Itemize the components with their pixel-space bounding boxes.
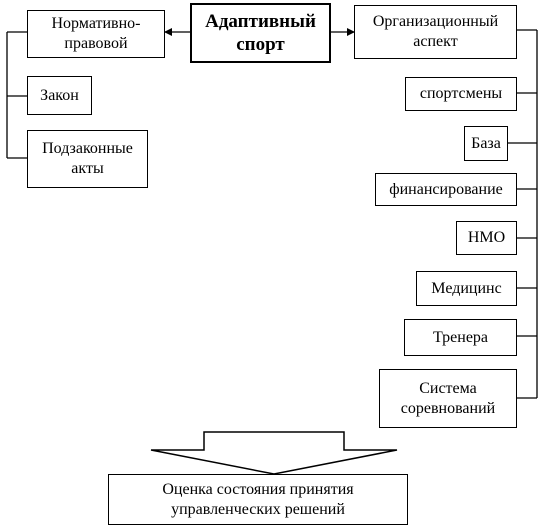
bylaws-box: Подзаконные акты — [27, 130, 148, 188]
bylaws-label: Подзаконные акты — [42, 140, 133, 177]
hollow-down-arrow-icon — [150, 431, 398, 475]
organizational-branch-header-label: Организационный аспект — [372, 13, 499, 50]
financing-label: финансирование — [389, 180, 503, 198]
athletes-box: спортсмены — [405, 77, 517, 111]
facilities-box: База — [464, 126, 508, 161]
coaches-label: Тренера — [432, 328, 489, 346]
organizational-branch-header-box: Организационный аспект — [354, 5, 517, 59]
medical-label: Медицинс — [431, 279, 502, 297]
medical-box: Медицинс — [416, 271, 517, 306]
adaptive-sport-box: Адаптивный спорт — [190, 3, 331, 63]
nmo-label: НМО — [467, 229, 506, 246]
athletes-label: спортсмены — [419, 85, 503, 102]
nmo-box: НМО — [456, 221, 517, 255]
coaches-box: Тренера — [404, 319, 517, 356]
legal-branch-header-label: Нормативно- правовой — [51, 15, 141, 52]
law-label: Закон — [40, 86, 79, 104]
competition-system-box: Система соревнований — [379, 369, 517, 428]
facilities-label: База — [471, 134, 501, 152]
law-box: Закон — [27, 76, 92, 115]
management-decisions-label: Оценка состояния принятия управленческих… — [162, 480, 354, 518]
left-branch-connectors — [6, 31, 27, 159]
legal-branch-header-box: Нормативно- правовой — [27, 10, 165, 58]
adaptive-sport-label: Адаптивный спорт — [205, 11, 316, 55]
management-decisions-box: Оценка состояния принятия управленческих… — [108, 474, 408, 525]
financing-box: финансирование — [375, 173, 517, 206]
competition-system-label: Система соревнований — [400, 379, 496, 417]
right-branch-connectors — [508, 29, 538, 399]
